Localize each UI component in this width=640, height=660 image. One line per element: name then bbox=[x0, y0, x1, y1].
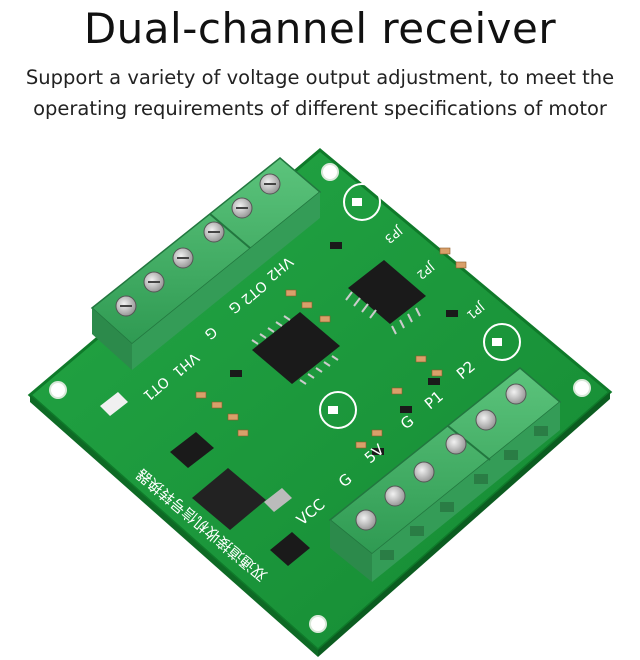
mounting-holes bbox=[49, 163, 591, 633]
subtitle-line-2: operating requirements of different spec… bbox=[33, 97, 607, 120]
pcb-board-image: VH2 OT2 G G VH1 OT1 JP3 JP2 JP1 P2 P1 G … bbox=[27, 148, 613, 657]
subtitle-line-1: Support a variety of voltage output adju… bbox=[25, 66, 615, 89]
voltage-regulator bbox=[100, 392, 310, 566]
ic-chip-top bbox=[345, 260, 426, 335]
smd-components bbox=[195, 247, 467, 449]
capacitors bbox=[319, 183, 521, 429]
ic-chip-center bbox=[251, 312, 340, 385]
pcb-edge bbox=[30, 395, 318, 657]
terminal-block-left bbox=[90, 157, 322, 370]
page-title: Dual-channel receiver bbox=[83, 4, 557, 53]
terminal-block-right bbox=[328, 367, 562, 582]
